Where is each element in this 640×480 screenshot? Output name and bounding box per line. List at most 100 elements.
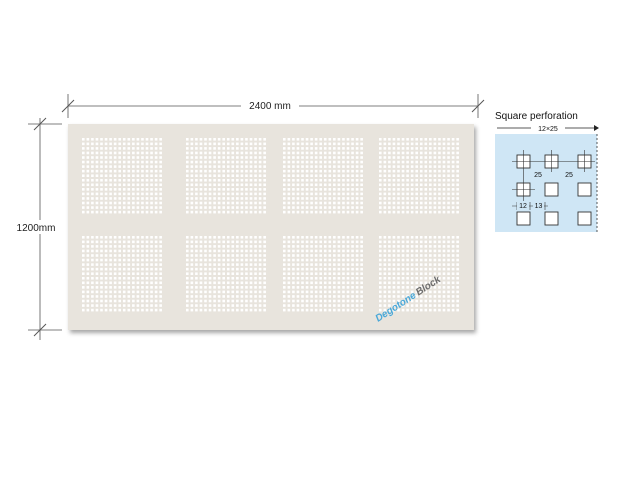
perforation-hole	[401, 286, 405, 289]
perforation-hole	[263, 174, 266, 177]
perforation-hole	[249, 295, 253, 298]
perforation-hole	[333, 156, 336, 159]
perforation-hole	[305, 210, 309, 214]
perforation-hole	[190, 258, 194, 262]
perforation-hole	[263, 147, 266, 150]
perforation-hole	[383, 267, 387, 271]
perforation-hole	[136, 160, 140, 164]
perforation-hole	[245, 183, 248, 187]
perforation-hole	[429, 258, 432, 262]
perforation-hole	[383, 174, 387, 177]
perforation-hole	[319, 147, 322, 150]
perforation-hole	[113, 206, 117, 209]
perforation-hole	[328, 138, 332, 141]
perforation-hole	[195, 147, 198, 150]
perforation-hole	[388, 210, 391, 214]
perforation-hole	[305, 197, 309, 200]
perforation-hole	[397, 304, 400, 307]
perforation-hole	[127, 169, 131, 173]
perforation-hole	[204, 236, 207, 239]
perforation-hole	[150, 249, 153, 253]
perforation-hole	[91, 249, 94, 253]
perforation-hole	[91, 263, 94, 266]
perforation-hole	[323, 286, 327, 289]
perforation-hole	[283, 183, 286, 187]
perforation-hole	[249, 267, 253, 271]
perforation-hole	[159, 178, 162, 182]
perforation-hole	[346, 267, 350, 271]
perforation-hole	[310, 156, 313, 159]
perforation-hole	[456, 201, 459, 205]
perforation-hole	[328, 290, 332, 294]
perforation-hole	[310, 299, 313, 303]
perforation-hole	[258, 290, 262, 294]
perforation-hole	[342, 295, 345, 298]
perforation-hole	[159, 183, 162, 187]
perforation-hole	[127, 142, 131, 146]
perforation-hole	[333, 151, 336, 155]
perforation-hole	[95, 192, 99, 196]
perforation-hole	[263, 183, 266, 187]
perforation-hole	[199, 142, 203, 146]
perforation-hole	[145, 258, 149, 262]
perforation-hole	[136, 142, 140, 146]
perforation-hole	[132, 210, 135, 214]
perforation-hole	[95, 308, 99, 312]
perforation-hole	[410, 308, 414, 312]
perforation-hole	[109, 286, 112, 289]
perforation-hole	[419, 263, 423, 266]
perforation-hole	[342, 160, 345, 164]
perforation-hole	[328, 197, 332, 200]
perforation-hole	[136, 206, 140, 209]
perforation-hole	[392, 142, 396, 146]
perforation-hole	[226, 263, 230, 266]
perforation-hole	[283, 142, 286, 146]
perforation-hole	[456, 263, 459, 266]
perforation-hole	[113, 267, 117, 271]
perforation-hole	[333, 304, 336, 307]
perforation-hole	[323, 304, 327, 307]
perforation-hole	[415, 165, 418, 168]
perforation-hole	[406, 142, 409, 146]
perforation-hole	[419, 272, 423, 275]
perforation-hole	[433, 210, 437, 214]
perforation-hole	[424, 258, 428, 262]
perforation-hole	[319, 210, 322, 214]
perforation-hole	[132, 272, 135, 275]
perforation-hole	[132, 281, 135, 285]
perforation-hole	[388, 254, 391, 257]
perforation-hole	[305, 160, 309, 164]
perforation-hole	[379, 276, 382, 280]
perforation-hole	[95, 254, 99, 257]
perforation-hole	[292, 197, 295, 200]
perforation-hole	[208, 249, 212, 253]
perforation-hole	[337, 183, 341, 187]
perforation-hole	[292, 281, 295, 285]
perforation-hole	[401, 201, 405, 205]
perforation-hole	[204, 138, 207, 141]
perforation-hole	[195, 249, 198, 253]
perforation-hole	[159, 267, 162, 271]
perforation-hole	[118, 206, 121, 209]
perforation-hole	[355, 156, 359, 159]
perforation-hole	[231, 304, 235, 307]
perforation-hole	[86, 210, 90, 214]
perforation-hole	[438, 197, 441, 200]
perforation-hole	[451, 178, 455, 182]
perforation-hole	[208, 240, 212, 244]
perforation-hole	[245, 197, 248, 200]
perforation-hole	[283, 254, 286, 257]
perforation-hole	[397, 254, 400, 257]
perforation-hole	[442, 276, 446, 280]
perforation-hole	[113, 258, 117, 262]
perforation-hole	[236, 263, 239, 266]
perforation-hole	[186, 240, 189, 244]
perforation-hole	[159, 160, 162, 164]
perforation-hole	[397, 138, 400, 141]
perforation-hole	[337, 178, 341, 182]
perforation-hole	[451, 258, 455, 262]
perforation-hole	[310, 290, 313, 294]
perforation-hole	[392, 210, 396, 214]
perforation-hole	[154, 267, 158, 271]
perforation-hole	[91, 188, 94, 191]
